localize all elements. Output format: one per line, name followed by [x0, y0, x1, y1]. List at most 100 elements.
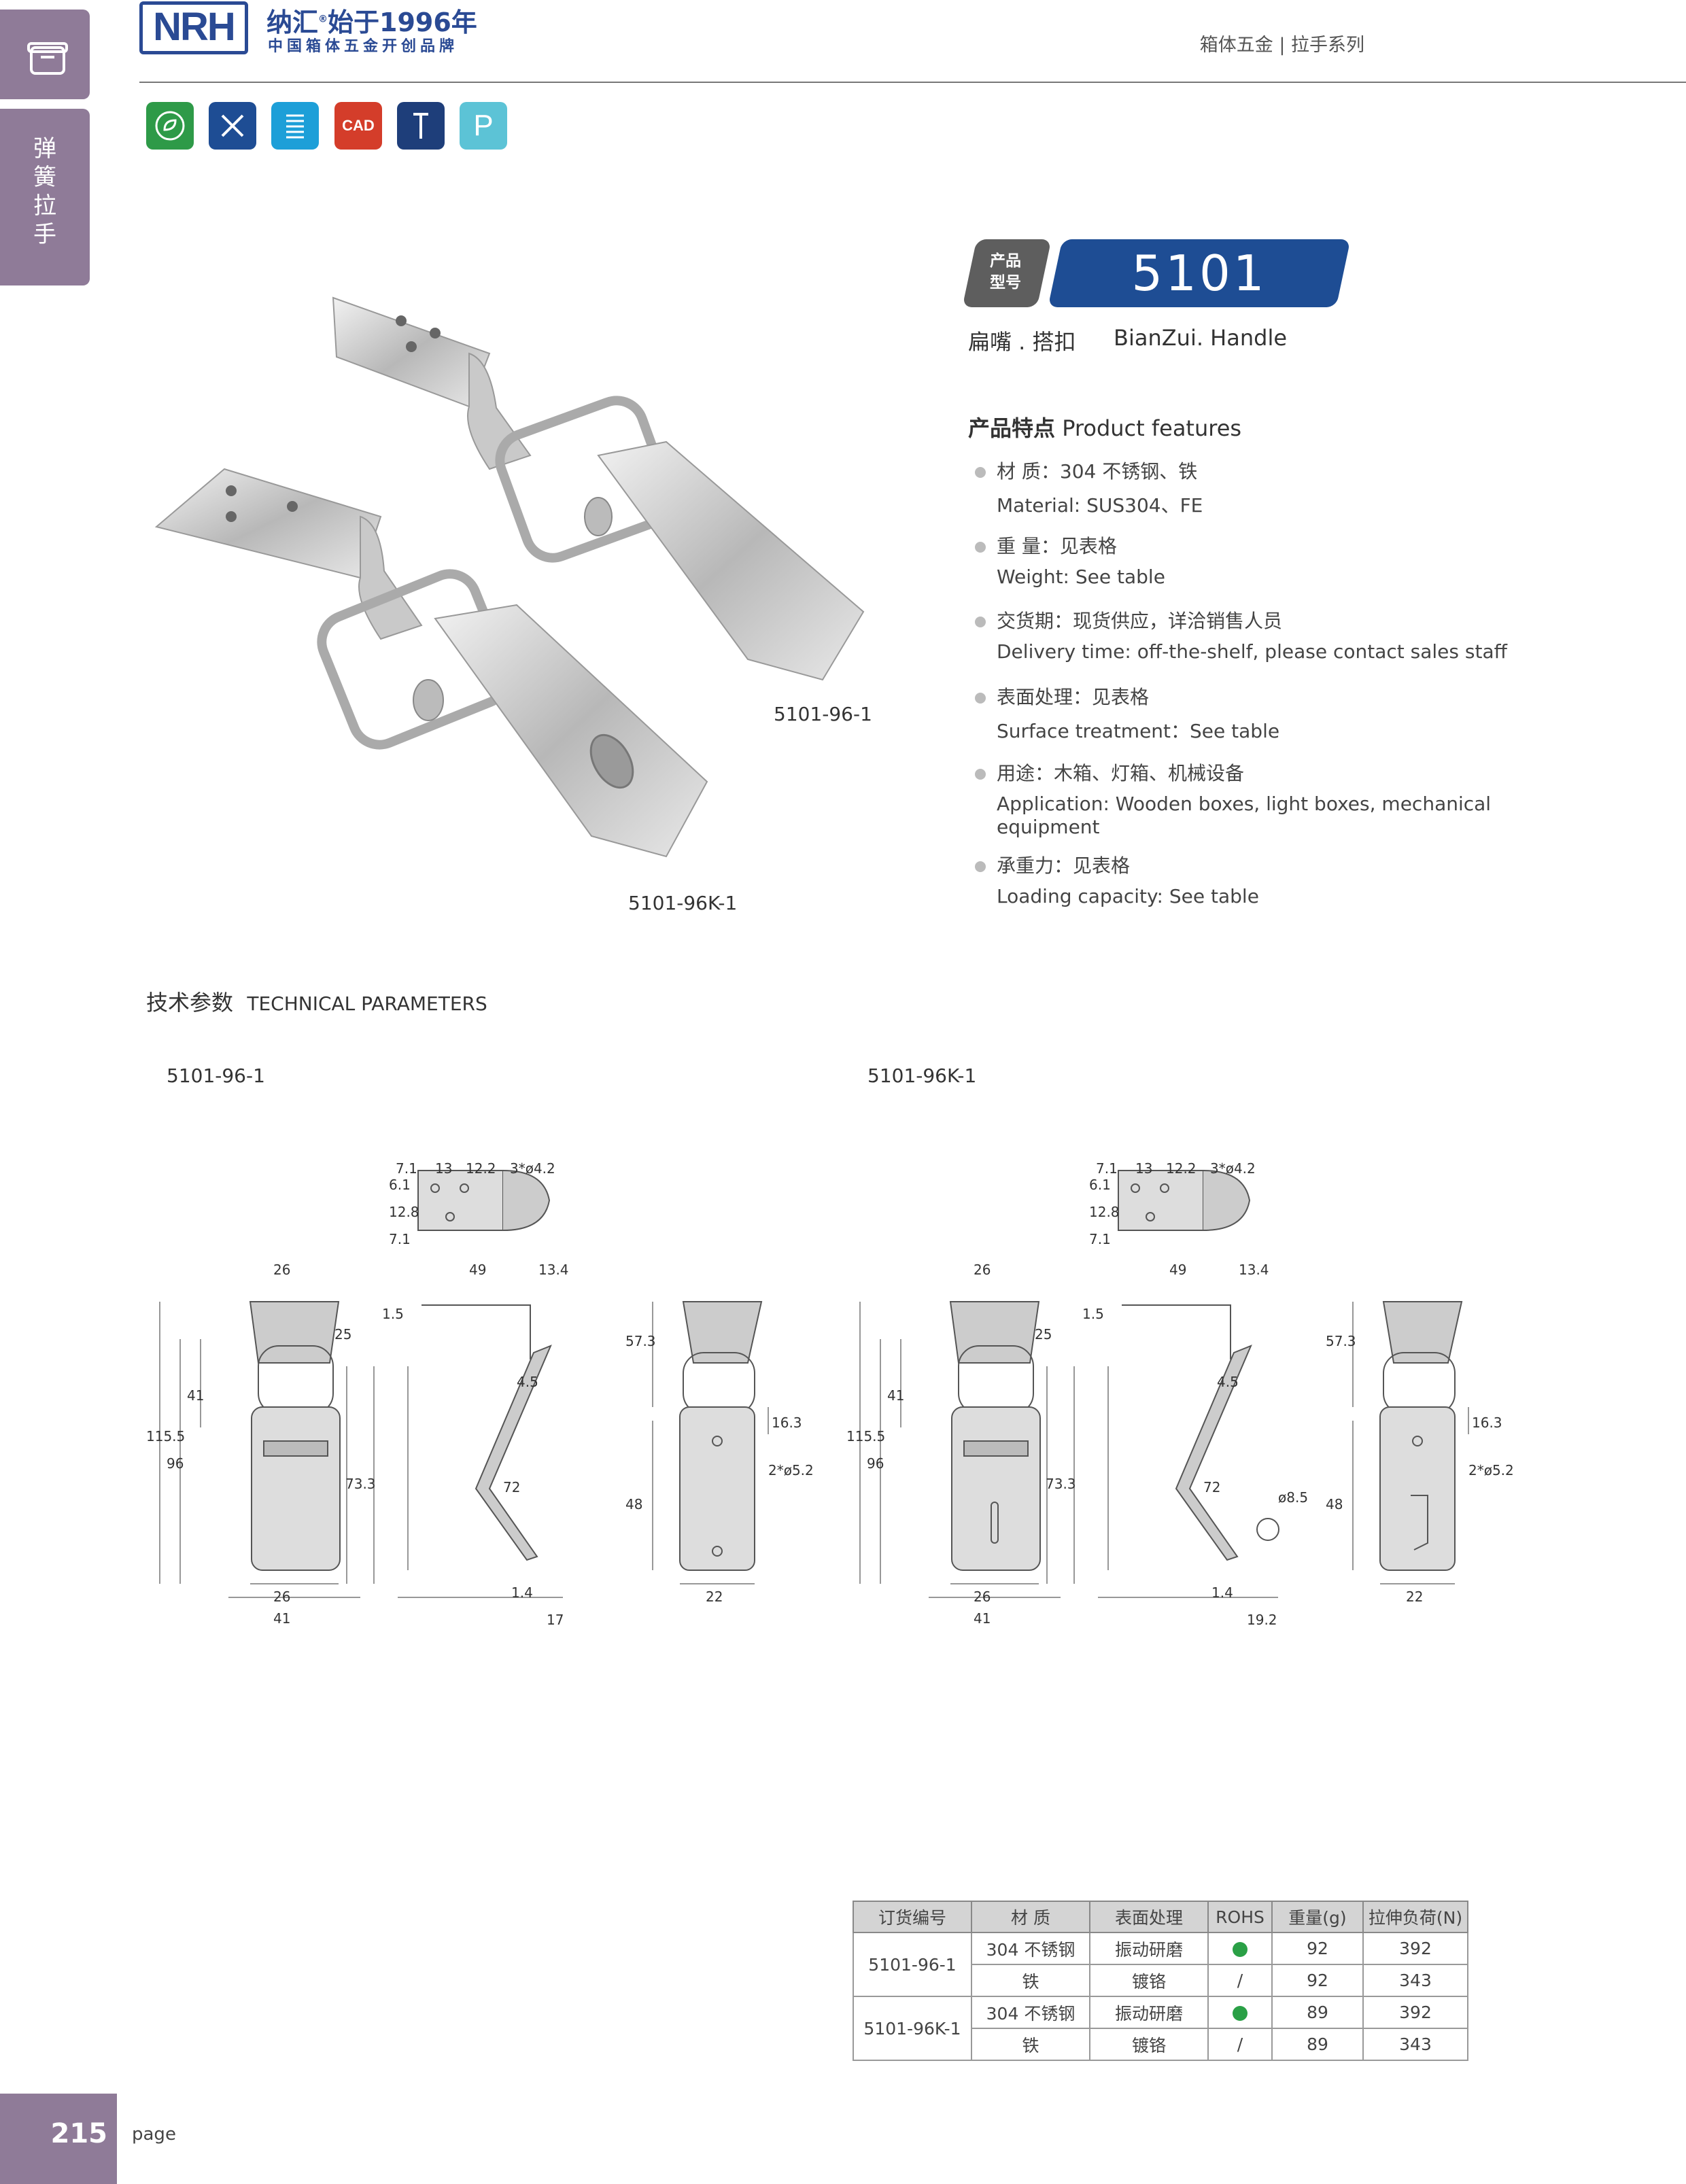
dim-label: 49 [1169, 1262, 1186, 1278]
weight-cell: 92 [1271, 1932, 1364, 1965]
dim-label: 7.1 [1089, 1231, 1111, 1247]
load-cell: 392 [1362, 1932, 1468, 1965]
dim-label: 22 [1406, 1589, 1423, 1605]
dim-label: 96 [167, 1455, 184, 1472]
material-cell: 铁 [971, 2028, 1090, 2061]
dim-label: 26 [974, 1589, 991, 1605]
p-icon: P [460, 102, 507, 150]
material-cell: 304 不锈钢 [971, 1996, 1090, 2029]
finish-cell: 振动研磨 [1089, 1932, 1209, 1965]
weight-cell: 89 [1271, 1996, 1364, 2029]
rohs-cell: / [1207, 2028, 1273, 2061]
technical-drawing-a: 7.1 13 12.2 3*ø4.2 6.1 12.8 7.1 26 25 41… [146, 1160, 814, 1628]
page-number: 215 [0, 2094, 117, 2184]
dim-label: 12.8 [1089, 1204, 1120, 1220]
dim-label: 6.1 [1089, 1177, 1111, 1193]
screw-icon [397, 102, 445, 150]
table-row: 5101-96K-1 304 不锈钢 振动研磨 89 392 [853, 1996, 1468, 2061]
dim-label: 1.4 [1211, 1584, 1233, 1601]
table-row: 铁 镀铬 / 89 343 [853, 2028, 1468, 2061]
product-name-cn: 扁嘴 . 搭扣 [968, 329, 1076, 355]
series-breadcrumb: 箱体五金 | 拉手系列 [1199, 35, 1364, 56]
dim-label: 17 [547, 1612, 564, 1628]
finish-cell: 振动研磨 [1089, 1996, 1209, 2029]
dim-label: 41 [187, 1387, 204, 1404]
col-header: 拉伸负荷(N) [1362, 1901, 1468, 1933]
dim-label: 41 [273, 1610, 290, 1627]
col-header: 材 质 [971, 1901, 1090, 1933]
dim-label: 41 [887, 1387, 904, 1404]
dim-label: 1.5 [1082, 1306, 1104, 1322]
load-cell: 343 [1362, 1964, 1468, 1997]
photo-label-b: 5101-96K-1 [628, 892, 738, 914]
dim-label: 26 [273, 1589, 290, 1605]
material-cell: 304 不锈钢 [971, 1932, 1090, 1965]
weight-cell: 92 [1271, 1964, 1364, 1997]
dim-label: 72 [503, 1479, 520, 1495]
page-word: page [132, 2124, 176, 2145]
tech-title: 技术参数 TECHNICAL PARAMETERS [146, 990, 487, 1016]
feature-loading-en: Loading capacity: See table [997, 885, 1259, 907]
dim-label: 26 [974, 1262, 991, 1278]
col-header: 表面处理 [1089, 1901, 1209, 1933]
feature-delivery-en: Delivery time: off-the-shelf, please con… [997, 640, 1507, 663]
dim-label: 12.2 [1166, 1160, 1197, 1177]
rohs-cell: / [1207, 1964, 1273, 1997]
dim-label: 73.3 [1046, 1476, 1076, 1492]
cad-icon: CAD [334, 102, 382, 150]
dim-label: 73.3 [345, 1476, 376, 1492]
design-tools-icon [209, 102, 256, 150]
dim-label: 25 [334, 1326, 351, 1342]
dim-label: 115.5 [846, 1428, 885, 1444]
model-badge-label: 产品型号 [990, 252, 1021, 292]
dim-label: 16.3 [772, 1415, 802, 1431]
dim-label: 3*ø4.2 [1210, 1160, 1256, 1177]
dim-label: 7.1 [389, 1231, 411, 1247]
drawing-label-b: 5101-96K-1 [867, 1064, 977, 1087]
table-row: 5101-96-1 304 不锈钢 振动研磨 92 392 [853, 1932, 1468, 1997]
col-header: 订货编号 [853, 1901, 972, 1933]
dim-label: 7.1 [396, 1160, 417, 1177]
category-tab[interactable]: 弹簧拉手 [0, 109, 90, 285]
model-number: 5101 [1131, 245, 1267, 302]
feature-application: 用途：木箱、灯箱、机械设备 [975, 759, 1244, 786]
box-icon [27, 42, 68, 75]
dim-label: 12.8 [389, 1204, 419, 1220]
photo-label-a: 5101-96-1 [774, 703, 872, 725]
spring-icon [271, 102, 319, 150]
load-cell: 392 [1362, 1996, 1468, 2029]
feature-material-en: Material: SUS304、FE [997, 494, 1203, 517]
feature-material: 材 质：304 不锈钢、铁 [975, 457, 1197, 484]
finish-cell: 镀铬 [1089, 1964, 1209, 1997]
category-tab-label: 弹簧拉手 [33, 135, 56, 248]
dim-label: 6.1 [389, 1177, 411, 1193]
order-code: 5101-96-1 [853, 1932, 972, 1997]
rohs-compliant-dot [1233, 2006, 1248, 2021]
dim-label: 22 [706, 1589, 723, 1605]
dim-label: 7.1 [1096, 1160, 1118, 1177]
header-divider [139, 82, 1686, 83]
eco-icon [146, 102, 194, 150]
rohs-compliant-dot [1233, 1942, 1248, 1957]
dim-label: 57.3 [625, 1333, 656, 1349]
rohs-cell [1207, 1996, 1273, 2029]
dim-label: 1.4 [511, 1584, 533, 1601]
spec-table: 订货编号 材 质 表面处理 ROHS 重量(g) 拉伸负荷(N) 5101-96… [853, 1901, 1468, 2061]
dim-label: ø8.5 [1278, 1489, 1308, 1506]
dim-label: 19.2 [1247, 1612, 1277, 1628]
brand-slogan: 中国箱体五金开创品牌 [268, 38, 459, 55]
dim-label: 13 [435, 1160, 452, 1177]
dim-label: 13.4 [1239, 1262, 1269, 1278]
table-row: 铁 镀铬 / 92 343 [853, 1964, 1468, 1997]
load-cell: 343 [1362, 2028, 1468, 2061]
finish-cell: 镀铬 [1089, 2028, 1209, 2061]
dim-label: 2*ø5.2 [768, 1462, 814, 1478]
side-top-tab [0, 10, 90, 99]
dim-label: 115.5 [146, 1428, 185, 1444]
feature-delivery: 交货期：现货供应，详洽销售人员 [975, 606, 1282, 634]
technical-drawing-b: 7.1 13 12.2 3*ø4.2 6.1 12.8 7.1 26 25 41… [846, 1160, 1514, 1628]
dim-label: 48 [625, 1496, 642, 1512]
dim-label: 49 [469, 1262, 486, 1278]
feature-application-en: Application: Wooden boxes, light boxes, … [997, 793, 1492, 815]
dim-label: 13 [1135, 1160, 1152, 1177]
